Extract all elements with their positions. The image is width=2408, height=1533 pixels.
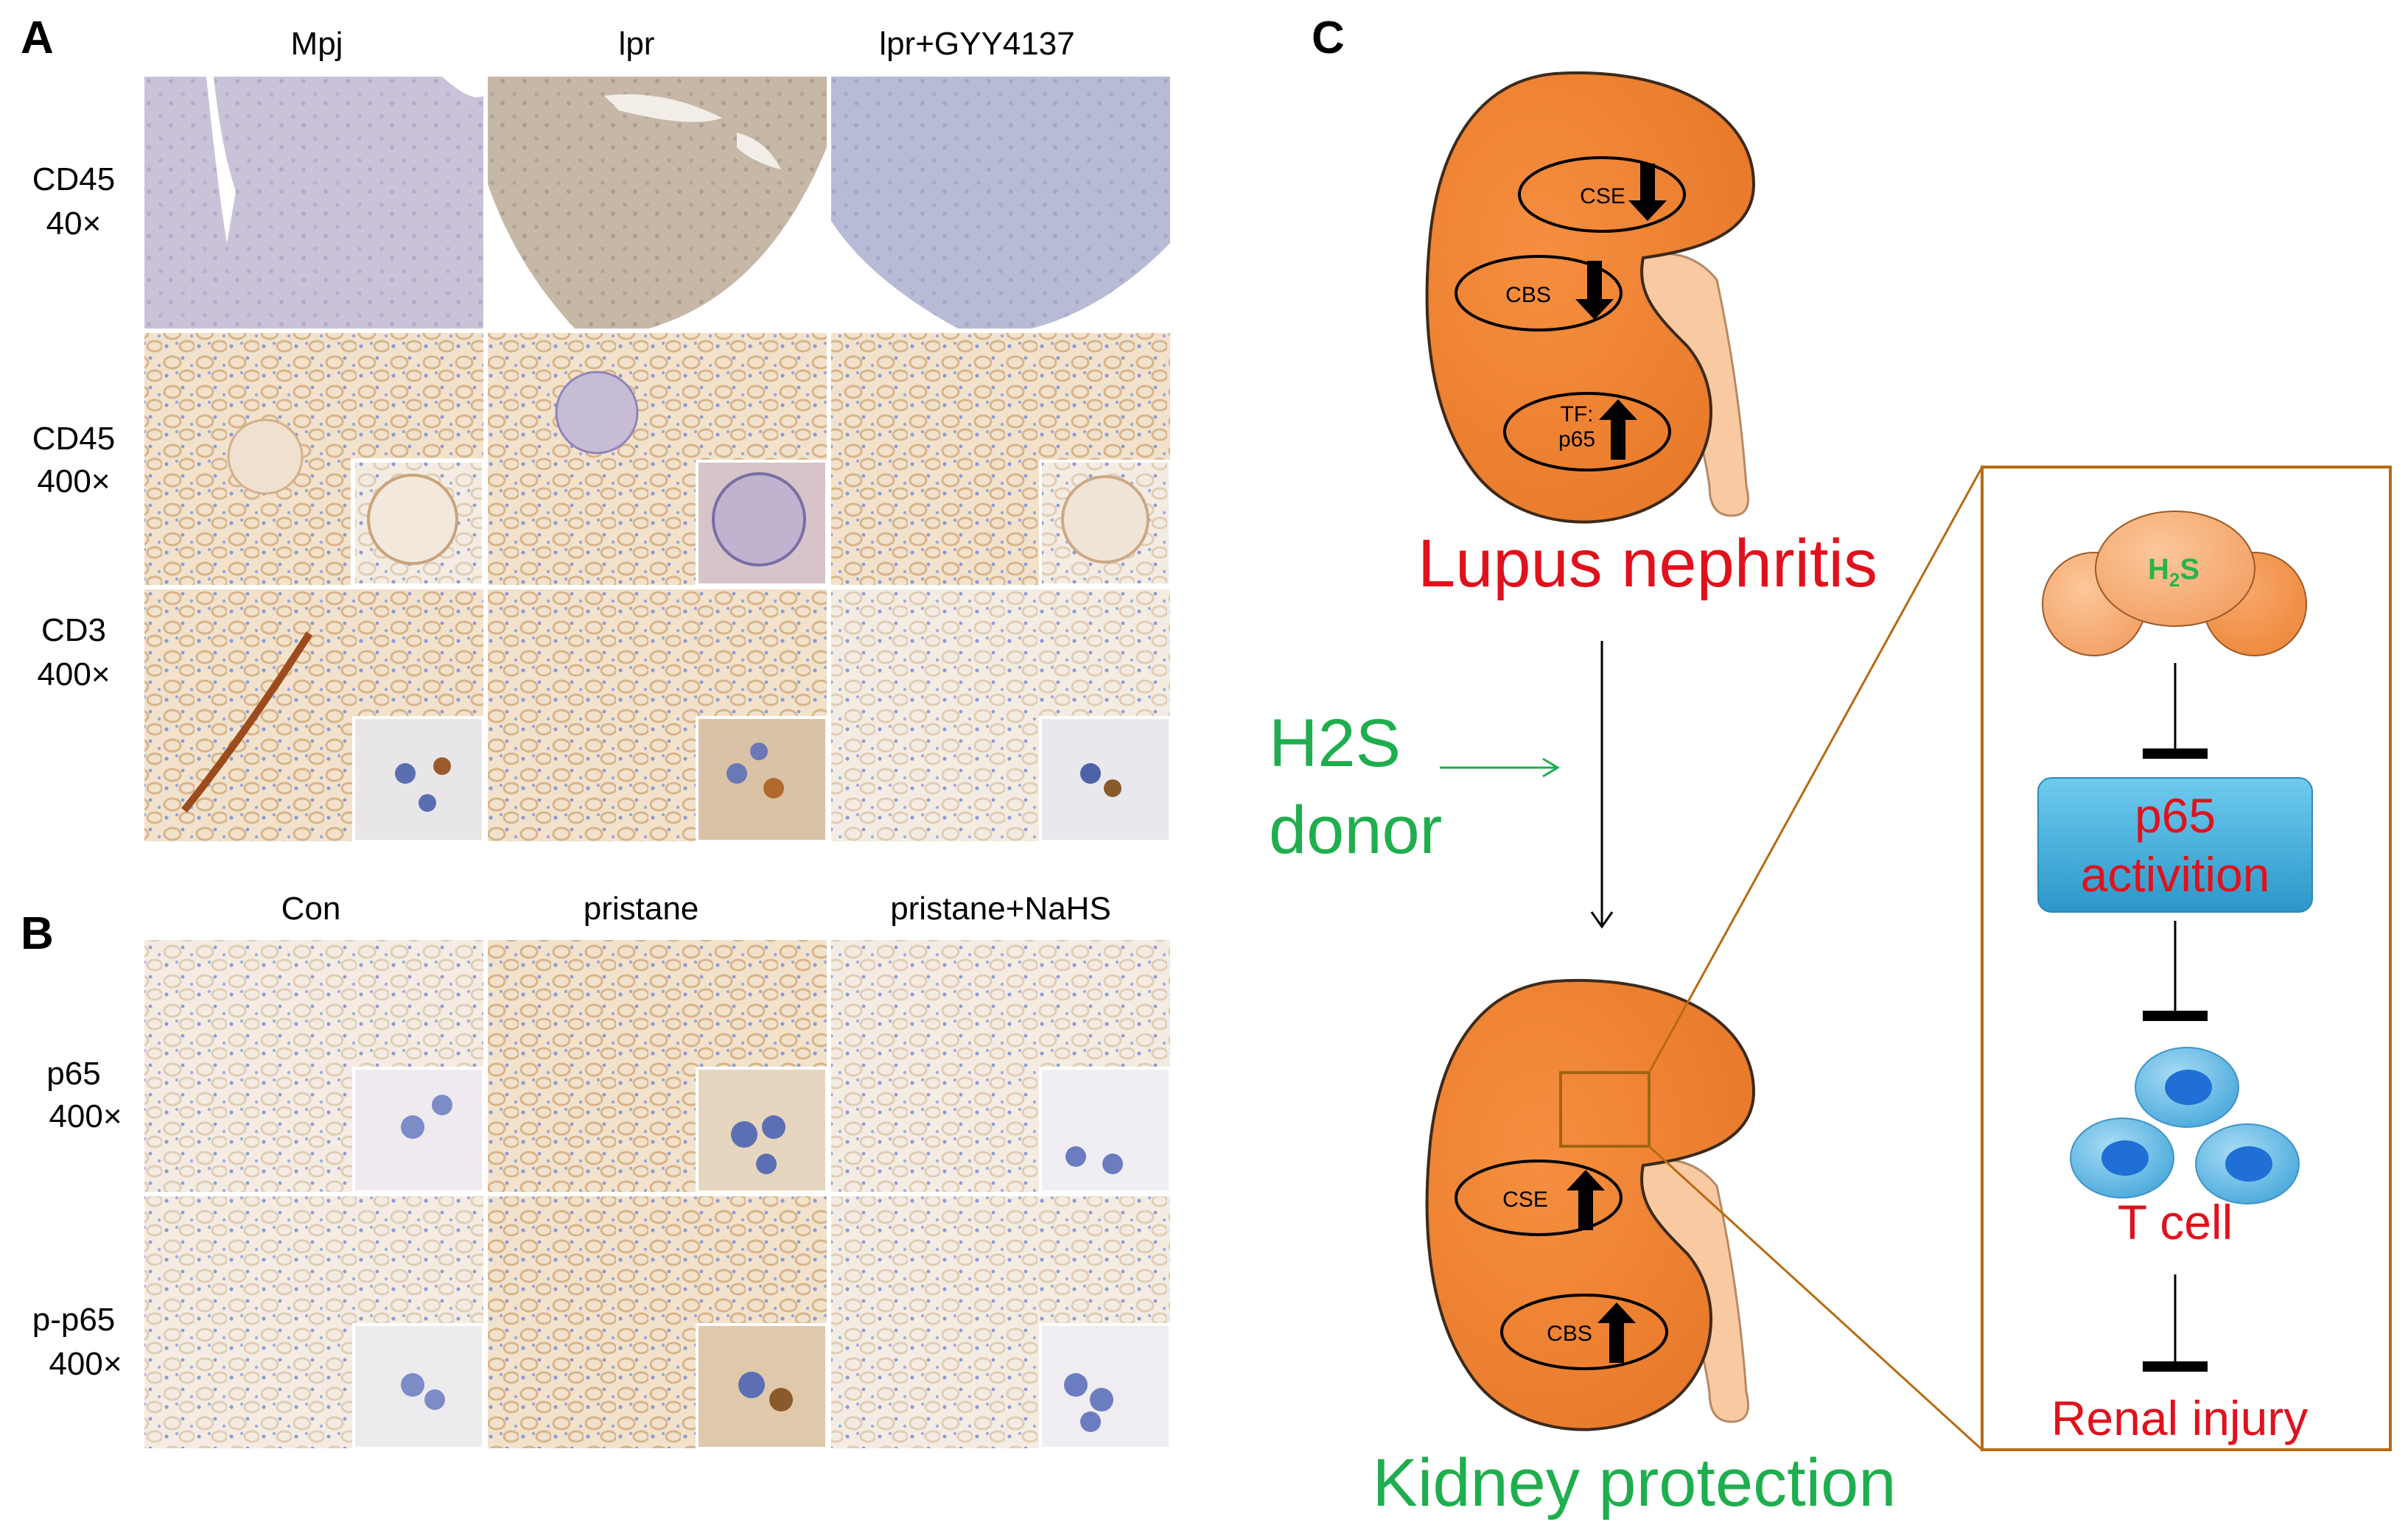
micrograph-b-pp65-pristane [488, 1196, 827, 1448]
donor-line1: H2S [1269, 706, 1401, 781]
panel-a-letter: A [21, 13, 54, 63]
micrograph-a-cd3-400x-lpr [488, 589, 827, 841]
micrograph-b-pp65-nahs [831, 1196, 1170, 1448]
zoom-line-bottom [1648, 1145, 1984, 1451]
micrograph-b-p65-pristane [488, 940, 827, 1192]
down-arrow-icon [1575, 261, 1614, 320]
micrograph-a-cd3-400x-gyy [831, 589, 1170, 841]
panel-b-row1-label1: p65 [46, 1056, 100, 1092]
t-cell-label: T cell [2118, 1195, 2233, 1249]
zoom-region-box [1559, 1071, 1651, 1148]
micrograph-b-pp65-con [144, 1196, 483, 1448]
up-arrow-icon [1597, 1302, 1636, 1363]
inhibition-icon [2143, 748, 2208, 759]
h2s-label-h: H [2148, 553, 2169, 586]
panel-b-row1-label2: 400× [49, 1098, 122, 1134]
top-marker-p65: p65 [1558, 427, 1595, 452]
lupus-nephritis-title: Lupus nephritis [1418, 526, 1877, 601]
panel-a-row3-label2: 400× [37, 656, 110, 692]
kidney-protection-title: Kidney protection [1373, 1445, 1897, 1520]
panel-a-row2-label2: 400× [37, 463, 110, 499]
micrograph-b-p65-con [144, 940, 483, 1192]
zoom-line-top [1648, 466, 1984, 1073]
panel-a-row3-label1: CD3 [41, 612, 106, 648]
micrograph-a-cd45-40x-lpr [488, 77, 827, 329]
panel-c-letter: C [1312, 13, 1345, 63]
micrograph-a-cd45-400x-mpj [144, 333, 485, 586]
panel-a-row1-label1: CD45 [32, 161, 116, 197]
up-arrow-icon [1567, 1170, 1605, 1230]
bottom-kidney: CSE CBS [1425, 979, 1756, 1431]
top-kidney: CSE CBS TF: p65 [1425, 71, 1756, 524]
micrograph-b-p65-nahs [831, 940, 1170, 1192]
top-marker-tf: TF: [1561, 402, 1594, 427]
panel-a-col-1: Mpj [291, 26, 343, 62]
up-arrow-icon [1599, 399, 1637, 460]
panel-b-col-1: Con [281, 891, 341, 927]
panel-b-col-3: pristane+NaHS [890, 891, 1111, 927]
top-marker-cse: CSE [1580, 184, 1625, 208]
donor-arrowhead [1542, 757, 1560, 778]
inhibition-icon [2143, 1361, 2208, 1372]
panel-b-row2-label1: p-p65 [32, 1302, 116, 1338]
p65-label: p65 [2135, 788, 2216, 843]
micrograph-a-cd45-400x-gyy [831, 333, 1170, 585]
micrograph-a-cd45-40x-mpj [144, 77, 483, 329]
renal-injury-label: Renal injury [2051, 1391, 2309, 1445]
activition-label: activition [2081, 847, 2270, 902]
top-marker-cbs: CBS [1505, 283, 1551, 307]
donor-line2: donor [1269, 793, 1442, 868]
micrograph-a-cd45-40x-gyy [831, 77, 1170, 329]
h2s-label-s: S [2180, 553, 2199, 586]
progression-arrowhead [1590, 911, 1614, 929]
panel-b-row2-label2: 400× [49, 1346, 122, 1382]
t-cell-icon [2070, 1047, 2300, 1204]
down-arrow-icon [1628, 164, 1667, 221]
panel-a-row1-label2: 40× [46, 206, 102, 242]
inhibition-icon [2143, 1011, 2208, 1021]
h2s-label-sub: 2 [2169, 569, 2180, 591]
bottom-marker-cbs: CBS [1547, 1322, 1592, 1346]
bottom-marker-cse: CSE [1502, 1188, 1548, 1212]
panel-a-row2-label1: CD45 [32, 421, 116, 457]
micrograph-a-cd45-400x-lpr [488, 333, 827, 585]
panel-b-col-2: pristane [584, 891, 699, 927]
h2s-molecule-icon: H2S [2042, 511, 2307, 656]
svg-text:H2S: H2S [2148, 553, 2199, 591]
p65-activation-box [2037, 777, 2313, 913]
panel-a-col-3: lpr+GYY4137 [879, 26, 1074, 62]
micrograph-a-cd3-400x-mpj [144, 589, 483, 841]
panel-a-col-2: lpr [619, 26, 655, 62]
panel-b-letter: B [21, 908, 54, 959]
